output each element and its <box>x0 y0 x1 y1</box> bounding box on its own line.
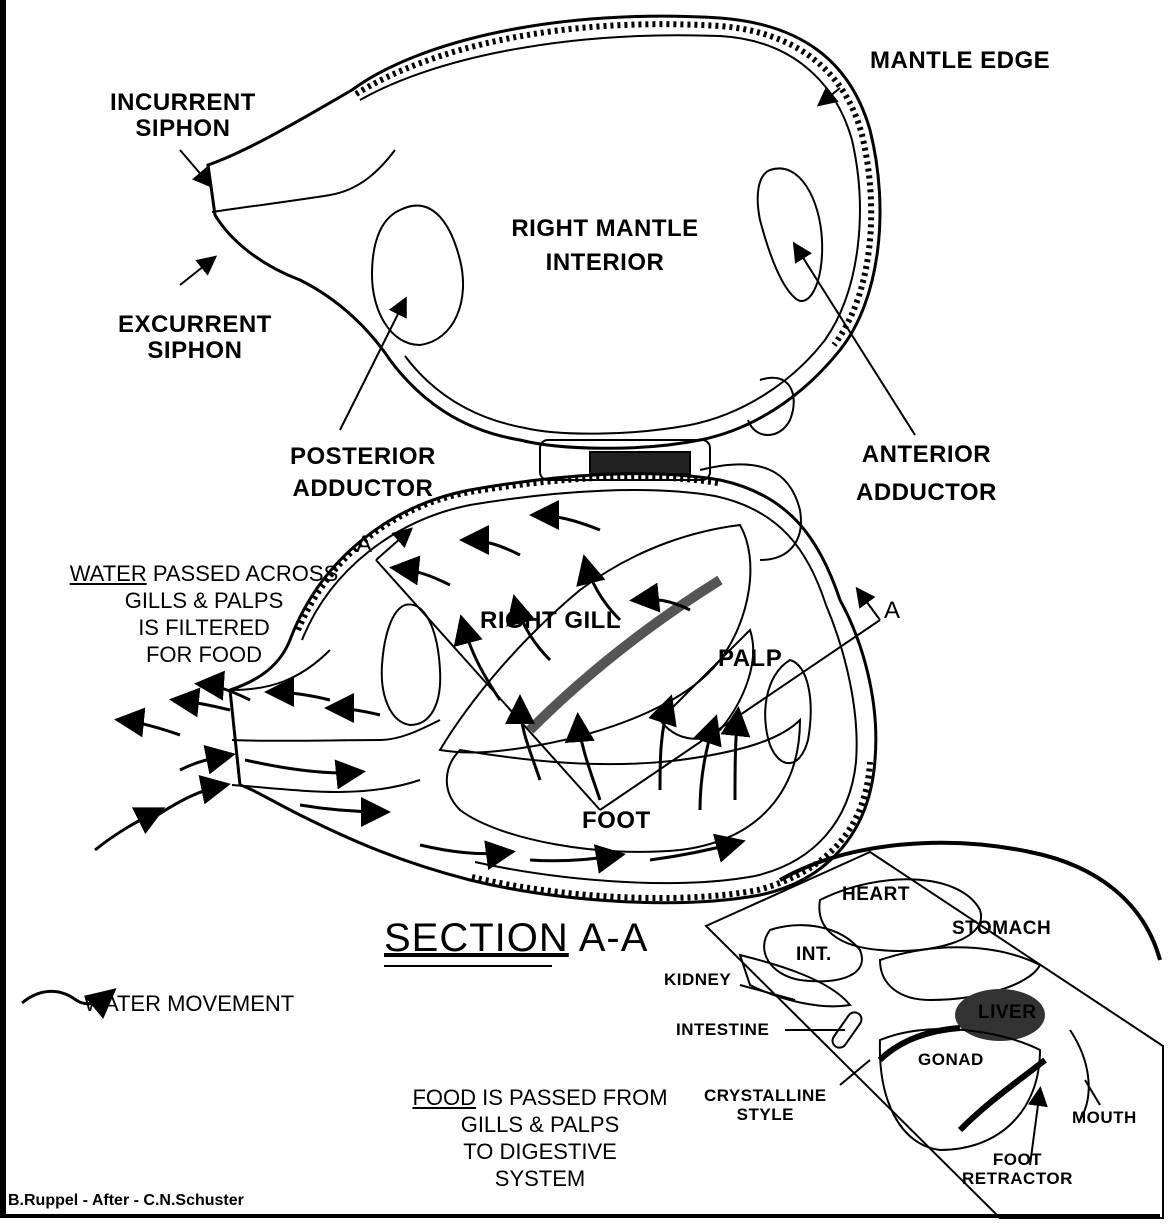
legend-label: WATER MOVEMENT <box>84 990 294 1017</box>
section-arrow-right <box>858 590 880 620</box>
section-title: SECTION A-A <box>384 925 648 952</box>
water-arrow <box>120 720 180 735</box>
water-arrow <box>175 700 230 710</box>
leader-anterior <box>795 245 915 435</box>
label-heart: HEART <box>842 884 910 905</box>
gonad-outline <box>880 1029 1040 1150</box>
food-note-line2: GILLS & PALPS <box>390 1111 690 1138</box>
food-note-line1: FOOD IS PASSED FROM <box>390 1084 690 1111</box>
section-title-word: SECTION <box>384 916 569 960</box>
water-arrow <box>300 805 385 812</box>
section-line-left <box>376 560 600 810</box>
label-a-left: A <box>356 532 373 558</box>
label-right-mantle-interior: RIGHT MANTLE INTERIOR <box>496 212 714 280</box>
label-right-mantle-line1: RIGHT MANTLE <box>496 212 714 246</box>
label-incurrent-siphon: INCURRENT SIPHON <box>110 90 256 142</box>
water-arrow <box>330 708 380 715</box>
label-intestine: INTESTINE <box>676 1020 769 1039</box>
label-palp: PALP <box>718 646 782 672</box>
label-mouth: MOUTH <box>1072 1108 1137 1127</box>
right-gill-outline <box>440 525 750 752</box>
gill-band <box>530 580 720 730</box>
water-note-line1-rest: PASSED ACROSS <box>147 561 339 586</box>
label-gonad: GONAD <box>918 1050 984 1069</box>
label-anterior-adductor: ANTERIOR ADDUCTOR <box>856 436 997 512</box>
label-foot-retractor: FOOT RETRACTOR <box>962 1150 1073 1188</box>
label-excurrent-line2: SIPHON <box>118 338 272 364</box>
label-right-gill: RIGHT GILL <box>480 608 621 634</box>
label-posterior-line1: POSTERIOR <box>290 441 436 473</box>
water-arrow <box>95 810 160 850</box>
food-note-line1-rest: IS PASSED FROM <box>476 1085 668 1110</box>
food-note: FOOD IS PASSED FROM GILLS & PALPS TO DIG… <box>390 1084 690 1192</box>
water-arrow <box>530 855 620 861</box>
section-title-suffix: A-A <box>569 916 649 960</box>
leader-mantle-edge <box>820 88 840 104</box>
label-mantle-edge: MANTLE EDGE <box>870 48 1050 74</box>
label-excurrent-siphon: EXCURRENT SIPHON <box>118 312 272 364</box>
upper-hinge-curl <box>748 378 794 435</box>
water-arrow <box>395 568 450 585</box>
label-a-right: A <box>884 598 901 624</box>
label-foot: FOOT <box>582 808 651 834</box>
water-arrow <box>465 540 520 555</box>
label-excurrent-line1: EXCURRENT <box>118 312 272 338</box>
food-keyword: FOOD <box>412 1085 476 1110</box>
label-anterior-line2: ADDUCTOR <box>856 474 997 512</box>
mouth-curve <box>1070 1030 1089 1120</box>
water-note-line3: IS FILTERED <box>54 614 354 641</box>
water-note: WATER PASSED ACROSS GILLS & PALPS IS FIL… <box>54 560 354 668</box>
inset-frame <box>706 852 1163 1218</box>
water-note-line4: FOR FOOD <box>54 641 354 668</box>
label-posterior-line2: ADDUCTOR <box>290 473 436 505</box>
food-note-line3: TO DIGESTIVE <box>390 1138 690 1165</box>
water-arrow <box>735 712 738 800</box>
lower-anterior-adductor <box>765 660 811 763</box>
water-arrow <box>270 692 330 700</box>
label-incurrent-line1: INCURRENT <box>110 90 256 116</box>
water-arrow <box>150 785 225 820</box>
water-keyword: WATER <box>70 561 147 586</box>
credit-line: B.Ruppel - After - C.N.Schuster <box>8 1192 244 1210</box>
label-crystalline-line1: CRYSTALLINE <box>704 1086 827 1105</box>
label-anterior-line1: ANTERIOR <box>856 436 997 474</box>
label-right-mantle-line2: INTERIOR <box>496 246 714 280</box>
label-foot-retractor-line1: FOOT <box>962 1150 1073 1169</box>
water-arrow <box>535 515 600 530</box>
label-stomach: STOMACH <box>952 918 1051 939</box>
water-note-line2: GILLS & PALPS <box>54 587 354 614</box>
label-incurrent-line2: SIPHON <box>110 116 256 142</box>
section-line-a-a <box>376 530 880 810</box>
label-int: INT. <box>796 944 832 965</box>
label-kidney: KIDNEY <box>664 970 731 989</box>
water-note-line1: WATER PASSED ACROSS <box>54 560 354 587</box>
siphon-tube-bottom <box>232 780 420 792</box>
water-arrow <box>180 755 230 770</box>
inset-shell-top <box>780 843 1160 960</box>
food-note-line4: SYSTEM <box>390 1165 690 1192</box>
siphon-divider <box>212 150 395 212</box>
water-arrow <box>245 760 360 773</box>
label-foot-retractor-line2: RETRACTOR <box>962 1169 1073 1188</box>
label-liver: LIVER <box>978 1002 1036 1023</box>
lower-siphon-divider <box>232 720 440 741</box>
water-arrow <box>660 700 670 790</box>
label-crystalline-style: CRYSTALLINE STYLE <box>704 1086 827 1124</box>
anterior-adductor-scar <box>758 168 822 301</box>
leader-excurrent <box>180 258 214 285</box>
label-crystalline-line2: STYLE <box>704 1105 827 1124</box>
water-arrow <box>420 845 510 854</box>
label-posterior-adductor: POSTERIOR ADDUCTOR <box>290 441 436 505</box>
leader-incurrent <box>180 150 210 185</box>
posterior-adductor-scar <box>372 206 463 345</box>
